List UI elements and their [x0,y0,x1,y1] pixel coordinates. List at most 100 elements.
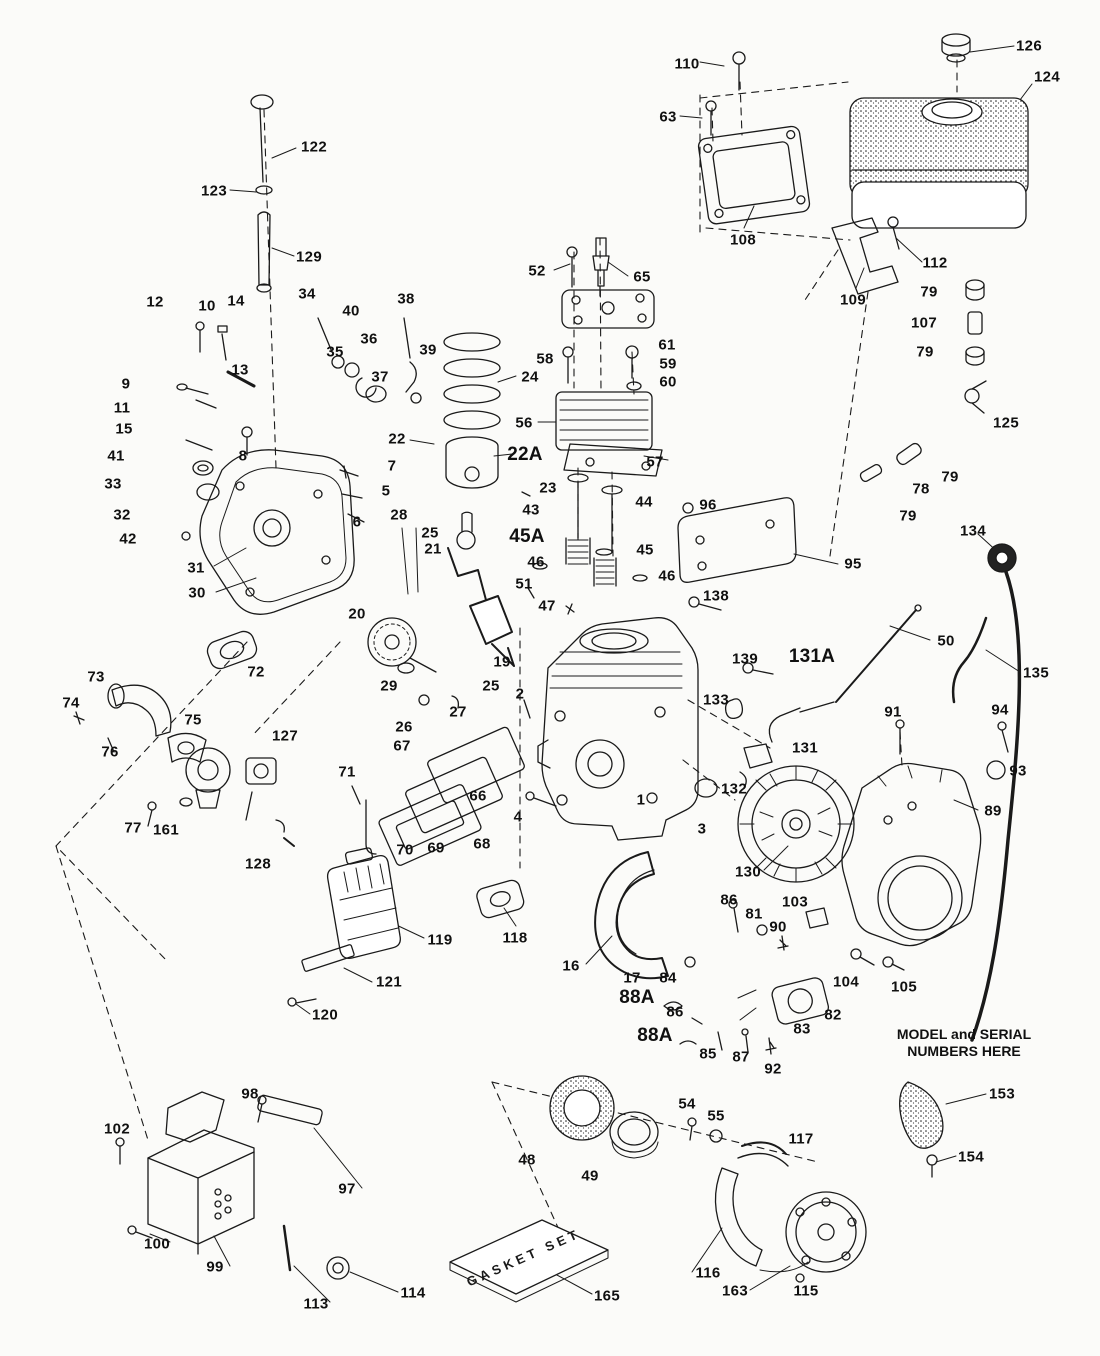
mounting-plate-art [697,125,811,225]
part-label-22A: 22A [507,444,543,465]
part-label-71: 71 [338,763,356,781]
model-serial-note-line1: MODEL and SERIAL [896,1026,1032,1042]
part-label-86: 86 [666,1003,684,1021]
model-serial-note-line2: NUMBERS HERE [907,1042,1021,1059]
fuel-fittings-art [859,279,987,483]
part-label-42: 42 [119,530,137,548]
small-fasteners-left-art [176,321,256,541]
part-label-26: 26 [395,718,413,736]
part-label-49: 49 [581,1167,599,1185]
part-label-77: 77 [124,819,142,837]
part-label-74: 74 [62,694,80,712]
part-label-72: 72 [247,663,265,681]
part-label-69: 69 [427,839,445,857]
part-label-121: 121 [376,973,402,991]
part-label-112: 112 [922,254,948,272]
gasket-set-booklet-art [449,1219,609,1303]
part-label-116: 116 [695,1264,721,1282]
part-label-97: 97 [338,1180,356,1198]
part-label-115: 115 [793,1282,819,1300]
part-label-126: 126 [1016,37,1042,55]
part-label-15: 15 [115,420,133,438]
part-label-2: 2 [515,685,525,703]
part-label-91: 91 [884,703,902,721]
part-label-79: 79 [920,283,938,301]
part-label-94: 94 [991,701,1009,719]
ignition-coil-art [663,977,830,1055]
part-label-87: 87 [732,1048,750,1066]
part-label-114: 114 [400,1284,426,1302]
part-label-79: 79 [916,343,934,361]
part-label-23: 23 [539,479,557,497]
starter-handle-art [899,1081,944,1178]
model-serial-note: MODEL and SERIAL NUMBERS HERE [896,1026,1032,1060]
part-label-22: 22 [388,430,406,448]
part-label-32: 32 [113,506,131,524]
part-label-83: 83 [793,1020,811,1038]
part-label-131: 131 [792,739,818,757]
part-label-108: 108 [730,231,756,249]
part-label-54: 54 [678,1095,696,1113]
part-label-13: 13 [231,361,249,379]
head-plate-art [561,289,655,391]
part-label-1: 1 [636,791,646,809]
part-label-30: 30 [188,584,206,602]
part-label-66: 66 [469,787,487,805]
part-label-17: 17 [623,969,641,987]
part-label-73: 73 [87,668,105,686]
reed-plate-stack-art [351,726,525,866]
tank-bolts-art [705,51,746,136]
part-label-27: 27 [449,703,467,721]
part-label-70: 70 [396,841,414,859]
part-label-165: 165 [594,1287,620,1305]
part-label-45: 45 [636,541,654,559]
part-label-5: 5 [381,482,391,500]
part-label-20: 20 [348,605,366,623]
part-label-109: 109 [840,291,866,309]
part-label-41: 41 [107,447,125,465]
part-label-113: 113 [303,1295,329,1313]
part-label-99: 99 [206,1258,224,1276]
part-label-14: 14 [227,292,245,310]
part-label-25: 25 [482,677,500,695]
part-label-154: 154 [958,1148,984,1166]
part-label-131A: 131A [788,646,836,667]
part-label-93: 93 [1009,762,1027,780]
part-label-90: 90 [769,918,787,936]
intake-carb-art [73,630,295,847]
part-label-128: 128 [245,855,271,873]
part-label-37: 37 [371,368,389,386]
part-label-95: 95 [844,555,862,573]
part-label-50: 50 [937,632,955,650]
part-label-19: 19 [493,653,511,671]
part-label-29: 29 [380,677,398,695]
part-label-120: 120 [312,1006,338,1024]
part-label-38: 38 [397,290,415,308]
part-label-134: 134 [960,522,986,540]
part-label-82: 82 [824,1006,842,1024]
part-label-8: 8 [238,447,248,465]
part-label-3: 3 [697,820,707,838]
crankcase-cover-art [199,449,355,615]
part-label-110: 110 [674,55,700,73]
part-label-107: 107 [911,314,937,332]
fuel-tank-art [849,33,1029,229]
part-label-43: 43 [522,501,540,519]
part-label-63: 63 [659,108,677,126]
part-label-61: 61 [658,336,676,354]
part-label-104: 104 [833,973,859,991]
part-label-33: 33 [104,475,122,493]
part-label-9: 9 [121,375,131,393]
part-label-161: 161 [153,821,179,839]
part-label-132: 132 [721,780,747,798]
cylinder-head-art [555,391,663,477]
part-label-67: 67 [393,737,411,755]
part-label-57: 57 [646,453,664,471]
part-label-58: 58 [536,350,554,368]
part-label-68: 68 [473,835,491,853]
part-label-39: 39 [419,341,437,359]
part-label-34: 34 [298,285,316,303]
